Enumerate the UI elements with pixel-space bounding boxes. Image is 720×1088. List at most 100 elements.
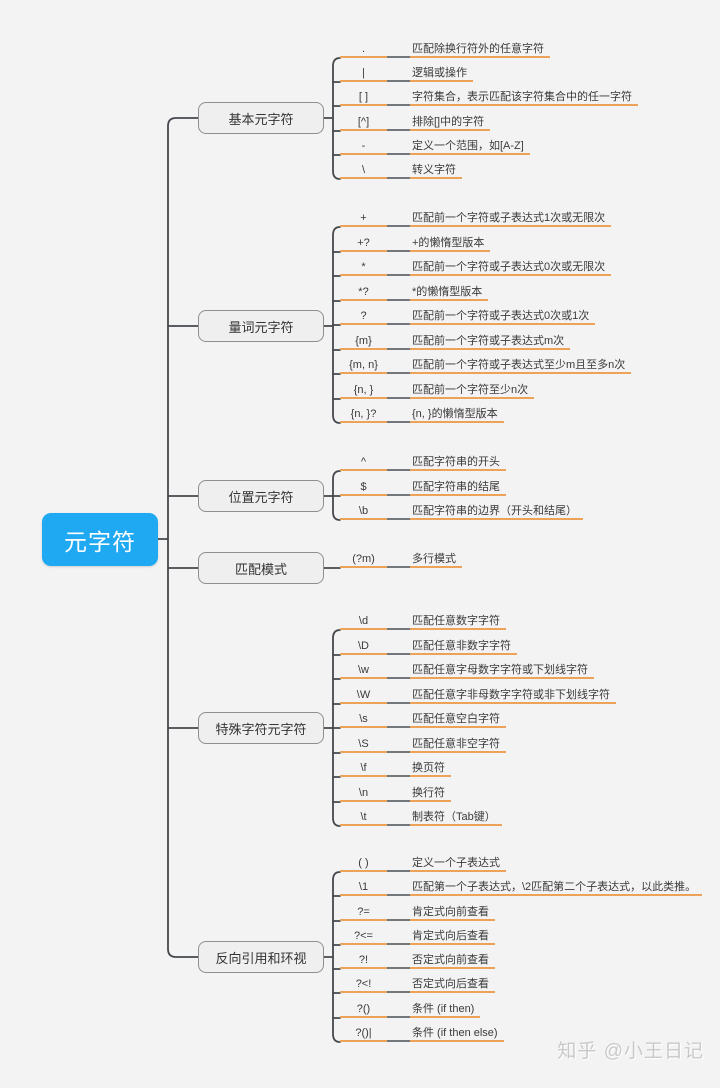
leaf-description: 匹配前一个字符或子表达式1次或无限次 bbox=[410, 211, 612, 227]
leaf-symbol: \S bbox=[340, 737, 387, 753]
leaf-row: . 匹配除换行符外的任意字符 bbox=[340, 42, 550, 58]
leaf-description: 定义一个范围，如[A-Z] bbox=[410, 139, 530, 155]
leaf-row: \转义字符 bbox=[340, 163, 462, 179]
branch-label: 反向引用和环视 bbox=[215, 950, 307, 966]
leaf-description: 匹配字符串的边界（开头和结尾） bbox=[410, 504, 583, 520]
leaf-description: 转义字符 bbox=[410, 163, 462, 179]
leaf-symbol: ?<= bbox=[340, 929, 387, 945]
leaf-symbol: \d bbox=[340, 614, 387, 630]
leaf-symbol: \b bbox=[340, 504, 387, 520]
leaf-connector-line bbox=[387, 139, 410, 155]
leaf-row: [^] 排除[]中的字符 bbox=[340, 115, 491, 131]
leaf-row: [ ] 字符集合，表示匹配该字符集合中的任一字符 bbox=[340, 90, 638, 106]
branch-basic-metachars: 基本元字符 bbox=[198, 102, 324, 134]
leaf-symbol: * bbox=[340, 260, 387, 276]
leaf-description: 匹配字符串的结尾 bbox=[410, 480, 506, 496]
branch-label: 基本元字符 bbox=[228, 111, 294, 127]
leaf-row: (?m) 多行模式 bbox=[340, 552, 462, 568]
leaf-connector-line bbox=[387, 614, 410, 630]
leaf-description: 匹配除换行符外的任意字符 bbox=[410, 42, 550, 58]
leaf-description: *的懒惰型版本 bbox=[410, 285, 489, 301]
leaf-row: {m, n}匹配前一个字符或子表达式至少m且至多n次 bbox=[340, 358, 632, 374]
leaf-symbol: \1 bbox=[340, 880, 387, 896]
leaf-connector-line bbox=[387, 309, 410, 325]
leaf-symbol: - bbox=[340, 139, 387, 155]
leaf-connector-line bbox=[387, 504, 410, 520]
leaf-connector-line bbox=[387, 737, 410, 753]
leaf-connector-line bbox=[387, 977, 410, 993]
leaf-symbol: | bbox=[340, 66, 387, 82]
leaf-description: 匹配任意数字字符 bbox=[410, 614, 506, 630]
leaf-connector-line bbox=[387, 163, 410, 179]
leaf-description: 匹配前一个字符或子表达式m次 bbox=[410, 334, 571, 350]
leaf-row: {m} 匹配前一个字符或子表达式m次 bbox=[340, 334, 571, 350]
leaf-connector-line bbox=[387, 115, 410, 131]
leaf-symbol: ?() bbox=[340, 1002, 387, 1018]
leaf-row: +?+的懒惰型版本 bbox=[340, 236, 491, 252]
leaf-symbol: $ bbox=[340, 480, 387, 496]
leaf-row: ?<=肯定式向后查看 bbox=[340, 929, 495, 945]
leaf-connector-line bbox=[387, 953, 410, 969]
leaf-symbol: ? bbox=[340, 309, 387, 325]
leaf-symbol: \f bbox=[340, 761, 387, 777]
leaf-symbol: {n, } bbox=[340, 383, 387, 399]
leaf-description: {n, }的懒惰型版本 bbox=[410, 407, 504, 423]
branch-backreference-lookaround: 反向引用和环视 bbox=[198, 941, 324, 973]
branch-position-metachars: 位置元字符 bbox=[198, 480, 324, 512]
leaf-symbol: *? bbox=[340, 285, 387, 301]
leaf-symbol: . bbox=[340, 42, 387, 58]
leaf-row: ?()|条件 (if then else) bbox=[340, 1026, 504, 1042]
branch-label: 匹配模式 bbox=[234, 561, 287, 577]
leaf-description: 匹配任意空白字符 bbox=[410, 712, 506, 728]
leaf-connector-line bbox=[387, 358, 410, 374]
leaf-description: 排除[]中的字符 bbox=[410, 115, 491, 131]
leaf-description: 匹配前一个字符或子表达式0次或无限次 bbox=[410, 260, 612, 276]
leaf-symbol: [ ] bbox=[340, 90, 387, 106]
leaf-description: 换页符 bbox=[410, 761, 451, 777]
leaf-row: ?= 肯定式向前查看 bbox=[340, 905, 495, 921]
leaf-symbol: {m} bbox=[340, 334, 387, 350]
leaf-row: $ 匹配字符串的结尾 bbox=[340, 480, 506, 496]
leaf-description: 匹配任意非空字符 bbox=[410, 737, 506, 753]
leaf-description: 否定式向前查看 bbox=[410, 953, 495, 969]
leaf-row: ?匹配前一个字符或子表达式0次或1次 bbox=[340, 309, 596, 325]
leaf-description: +的懒惰型版本 bbox=[410, 236, 491, 252]
leaf-connector-line bbox=[387, 1026, 410, 1042]
leaf-symbol: (?m) bbox=[340, 552, 387, 568]
leaf-description: 多行模式 bbox=[410, 552, 462, 568]
branch-label: 位置元字符 bbox=[228, 489, 294, 505]
leaf-connector-line bbox=[387, 929, 410, 945]
leaf-row: \b 匹配字符串的边界（开头和结尾） bbox=[340, 504, 583, 520]
leaf-connector-line bbox=[387, 761, 410, 777]
leaf-description: 否定式向后查看 bbox=[410, 977, 495, 993]
leaf-connector-line bbox=[387, 285, 410, 301]
leaf-connector-line bbox=[387, 42, 410, 58]
watermark-text: 知乎 @小王日记 bbox=[557, 1041, 704, 1062]
leaf-connector-line bbox=[387, 1002, 410, 1018]
leaf-connector-line bbox=[387, 260, 410, 276]
leaf-row: ( )定义一个子表达式 bbox=[340, 856, 506, 872]
leaf-row: \f 换页符 bbox=[340, 761, 451, 777]
leaf-connector-line bbox=[387, 712, 410, 728]
leaf-connector-line bbox=[387, 407, 410, 423]
leaf-connector-line bbox=[387, 334, 410, 350]
leaf-description: 条件 (if then else) bbox=[410, 1026, 504, 1042]
leaf-symbol: \s bbox=[340, 712, 387, 728]
leaf-symbol: ?! bbox=[340, 953, 387, 969]
leaf-description: 字符集合，表示匹配该字符集合中的任一字符 bbox=[410, 90, 638, 106]
leaf-description: 匹配任意字母数字字符或下划线字符 bbox=[410, 663, 594, 679]
leaf-connector-line bbox=[387, 455, 410, 471]
leaf-connector-line bbox=[387, 688, 410, 704]
leaf-connector-line bbox=[387, 383, 410, 399]
leaf-symbol: [^] bbox=[340, 115, 387, 131]
leaf-description: 肯定式向前查看 bbox=[410, 905, 495, 921]
leaf-description: 匹配前一个字符或子表达式至少m且至多n次 bbox=[410, 358, 632, 374]
leaf-symbol: ?= bbox=[340, 905, 387, 921]
leaf-row: ^匹配字符串的开头 bbox=[340, 455, 506, 471]
leaf-connector-line bbox=[387, 905, 410, 921]
